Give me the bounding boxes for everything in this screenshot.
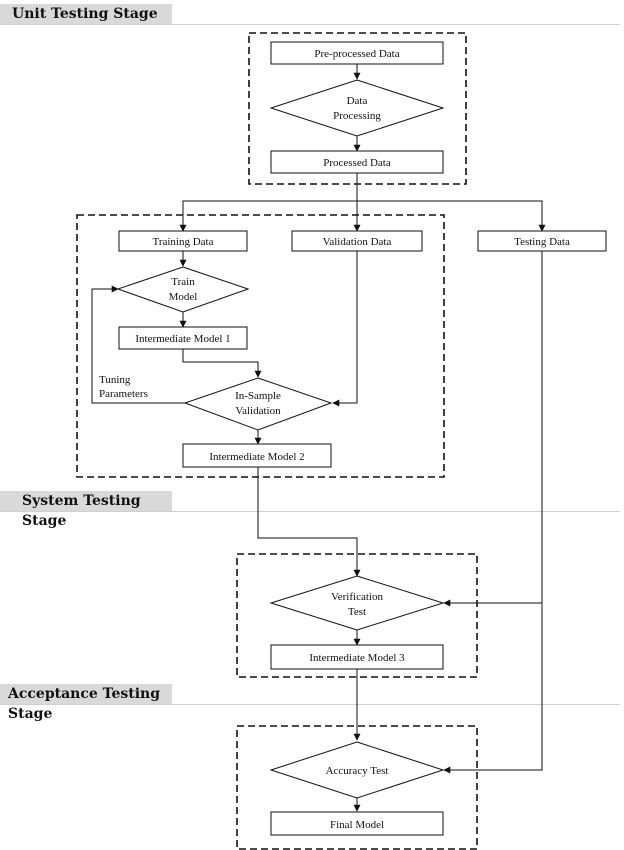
preprocessed-data-box [270, 41, 444, 65]
system-stage-label: System Testing Stage [0, 491, 172, 529]
verification-test-diamond [269, 575, 445, 631]
data-processing-label-1: Data [347, 95, 368, 107]
tuning-label-1: Tuning [99, 374, 131, 386]
intermediate-model-1-label: Intermediate Model 1 [135, 333, 230, 345]
train-model-diamond [116, 266, 250, 313]
intermediate-model-2-label: Intermediate Model 2 [209, 451, 304, 463]
arrow-tuning-feedback [91, 285, 185, 404]
system-stage-band: System Testing Stage [0, 491, 620, 529]
arrow-validation-to-insample [332, 251, 358, 407]
verification-test-label-2: Test [348, 606, 366, 618]
validation-data-label: Validation Data [323, 236, 392, 248]
arrow-processed-to-training [179, 173, 358, 232]
arrow-intermediate1-to-insample [182, 349, 262, 378]
arrow-intermediate2-to-verification [257, 467, 361, 577]
arrow-testing-to-accuracy [443, 603, 543, 774]
intermediate-model-2-box [182, 443, 332, 468]
unit-stage-band: Unit Testing Stage [0, 4, 620, 25]
training-data-box [118, 230, 248, 252]
final-model-label: Final Model [330, 819, 384, 831]
accuracy-test-diamond [269, 741, 445, 799]
validation-data-box [291, 230, 423, 252]
arrow-testing-to-verification [443, 251, 543, 607]
acceptance-stage-band: Acceptance Testing Stage [0, 684, 620, 722]
arrow-processed-to-testing [357, 200, 546, 232]
train-model-label-1: Train [171, 276, 195, 288]
insample-validation-label-2: Validation [235, 405, 281, 417]
verification-test-label-1: Verification [331, 591, 383, 603]
tuning-label-2: Parameters [99, 388, 148, 400]
intermediate-model-3-label: Intermediate Model 3 [309, 652, 405, 664]
training-data-label: Training Data [152, 236, 213, 248]
unit-stage-label: Unit Testing Stage [0, 4, 172, 24]
training-group [76, 214, 445, 478]
insample-validation-label-1: In-Sample [235, 390, 281, 402]
intermediate-model-3-box [270, 644, 444, 670]
system-group [236, 553, 478, 678]
testing-data-label: Testing Data [514, 236, 570, 248]
acceptance-stage-label: Acceptance Testing Stage [0, 684, 172, 722]
train-model-label-2: Model [169, 291, 198, 303]
accuracy-test-label: Accuracy Test [326, 765, 389, 777]
data-processing-label-2: Processing [333, 110, 381, 122]
final-model-box [270, 811, 444, 836]
processed-data-box [270, 150, 444, 174]
acceptance-group [236, 725, 478, 850]
testing-data-box [477, 230, 607, 252]
data-processing-diamond [269, 79, 445, 137]
insample-validation-diamond [183, 377, 333, 431]
intermediate-model-1-box [118, 326, 248, 350]
processed-data-label: Processed Data [323, 157, 391, 169]
preprocessed-data-label: Pre-processed Data [314, 48, 399, 60]
